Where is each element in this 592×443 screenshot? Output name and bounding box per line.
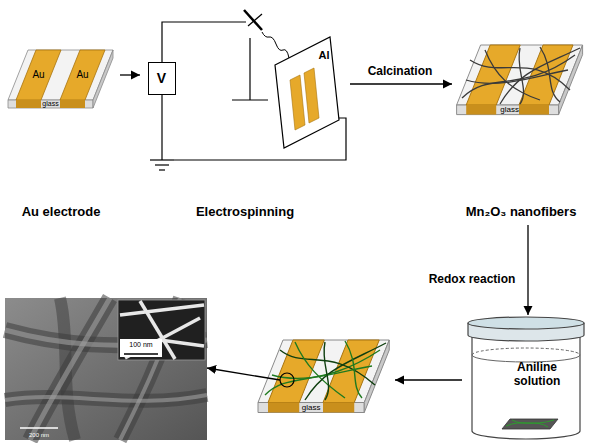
- scale-bar: [20, 427, 58, 429]
- coated-nanofibers: [265, 341, 386, 400]
- fiber-substrate: [457, 45, 583, 115]
- process-arrow: [120, 74, 140, 75]
- sem-fiber: [160, 340, 204, 346]
- substrate-label: glass: [36, 100, 66, 108]
- collector-plate-shape: [275, 37, 339, 148]
- collector-plate-shape: [304, 68, 319, 123]
- substrate-label: glass: [296, 403, 326, 413]
- nanofiber: [485, 50, 540, 100]
- circuit-wire: [150, 10, 346, 170]
- electrode-label: Au: [29, 69, 49, 81]
- process-arrow: [207, 368, 280, 380]
- edge-label: Redox reaction: [422, 272, 522, 286]
- scale-label: 100 nm: [121, 341, 161, 349]
- aniline-jar-shape: [502, 419, 558, 429]
- ground-symbol: [150, 159, 174, 160]
- aniline-jar: Aniline solution: [462, 315, 590, 441]
- fiber-core: [5, 395, 207, 401]
- nanofiber: [466, 70, 568, 83]
- nanofiber: [519, 48, 524, 104]
- needle-stand: [232, 99, 268, 100]
- circuit-wire: [162, 22, 246, 62]
- nanofiber: [295, 342, 345, 398]
- nanofiber: [324, 342, 329, 400]
- process-arrow: [527, 225, 528, 315]
- ground-symbol: [155, 164, 169, 165]
- electrode-substrate: [8, 50, 113, 108]
- nanofiber: [345, 341, 362, 398]
- stage-caption: Mn₂O₃ nanofibers: [452, 204, 590, 220]
- fiber-core: [30, 298, 110, 440]
- edge-label: Calcination: [355, 64, 445, 78]
- aniline-jar-shape: [472, 337, 580, 439]
- substrate-label: glass: [495, 105, 525, 115]
- nanofiber: [265, 350, 380, 395]
- stage-caption: Au electrode: [2, 204, 120, 220]
- nanofiber-stage: glassMn₂O₃ nanofibers: [452, 35, 590, 225]
- nanofiber: [272, 366, 372, 378]
- electrode-stage: Au Au glass Au electrode: [2, 30, 120, 222]
- tem-background: [5, 298, 207, 440]
- fiber-band: [30, 298, 110, 440]
- aniline-jar-shape: [468, 317, 584, 329]
- plate-label: Al: [316, 49, 332, 62]
- ground-symbol: [159, 169, 165, 170]
- voltage-source: V: [148, 62, 176, 95]
- tem-fibers: [5, 298, 207, 440]
- collector-plate: Al: [272, 35, 342, 150]
- oxide-nanofibers: [462, 47, 580, 104]
- process-arrow: [395, 379, 462, 380]
- tem-micrograph: 100 nm 200 nm: [5, 298, 207, 440]
- coated-substrate: [258, 340, 389, 413]
- scale-box: [120, 339, 162, 357]
- scale-label: 200 nm: [24, 432, 54, 439]
- stage-caption: Electrospinning: [140, 204, 350, 220]
- coated-electrode: glass: [280, 335, 395, 415]
- electrode-label: Au: [73, 69, 93, 81]
- solution-label: Aniline solution: [500, 360, 574, 389]
- nanofiber: [540, 47, 560, 102]
- voltage-label: V: [149, 70, 174, 87]
- nanofiber: [462, 55, 575, 98]
- circuit-wire: [161, 95, 162, 160]
- zoom-circle: [280, 373, 294, 387]
- polymer-jet: [262, 32, 289, 58]
- collector-plate-outline: [272, 35, 342, 150]
- aniline-jar-shape: [472, 348, 580, 355]
- collector-plate-shape: [290, 75, 305, 130]
- sem-fibers: [120, 301, 204, 359]
- sem-fiber: [120, 305, 204, 315]
- scale-bar: [124, 353, 158, 355]
- electrospinning-stage: Electrospinning V Al: [140, 0, 350, 225]
- process-arrow: [350, 83, 452, 84]
- aniline-jar-shape: [506, 420, 554, 427]
- sem-inset: [118, 300, 205, 360]
- spinneret-needle: [244, 10, 262, 30]
- spinneret-needle: [248, 14, 262, 26]
- fiber-band: [5, 395, 207, 401]
- needle-stand: [249, 38, 250, 100]
